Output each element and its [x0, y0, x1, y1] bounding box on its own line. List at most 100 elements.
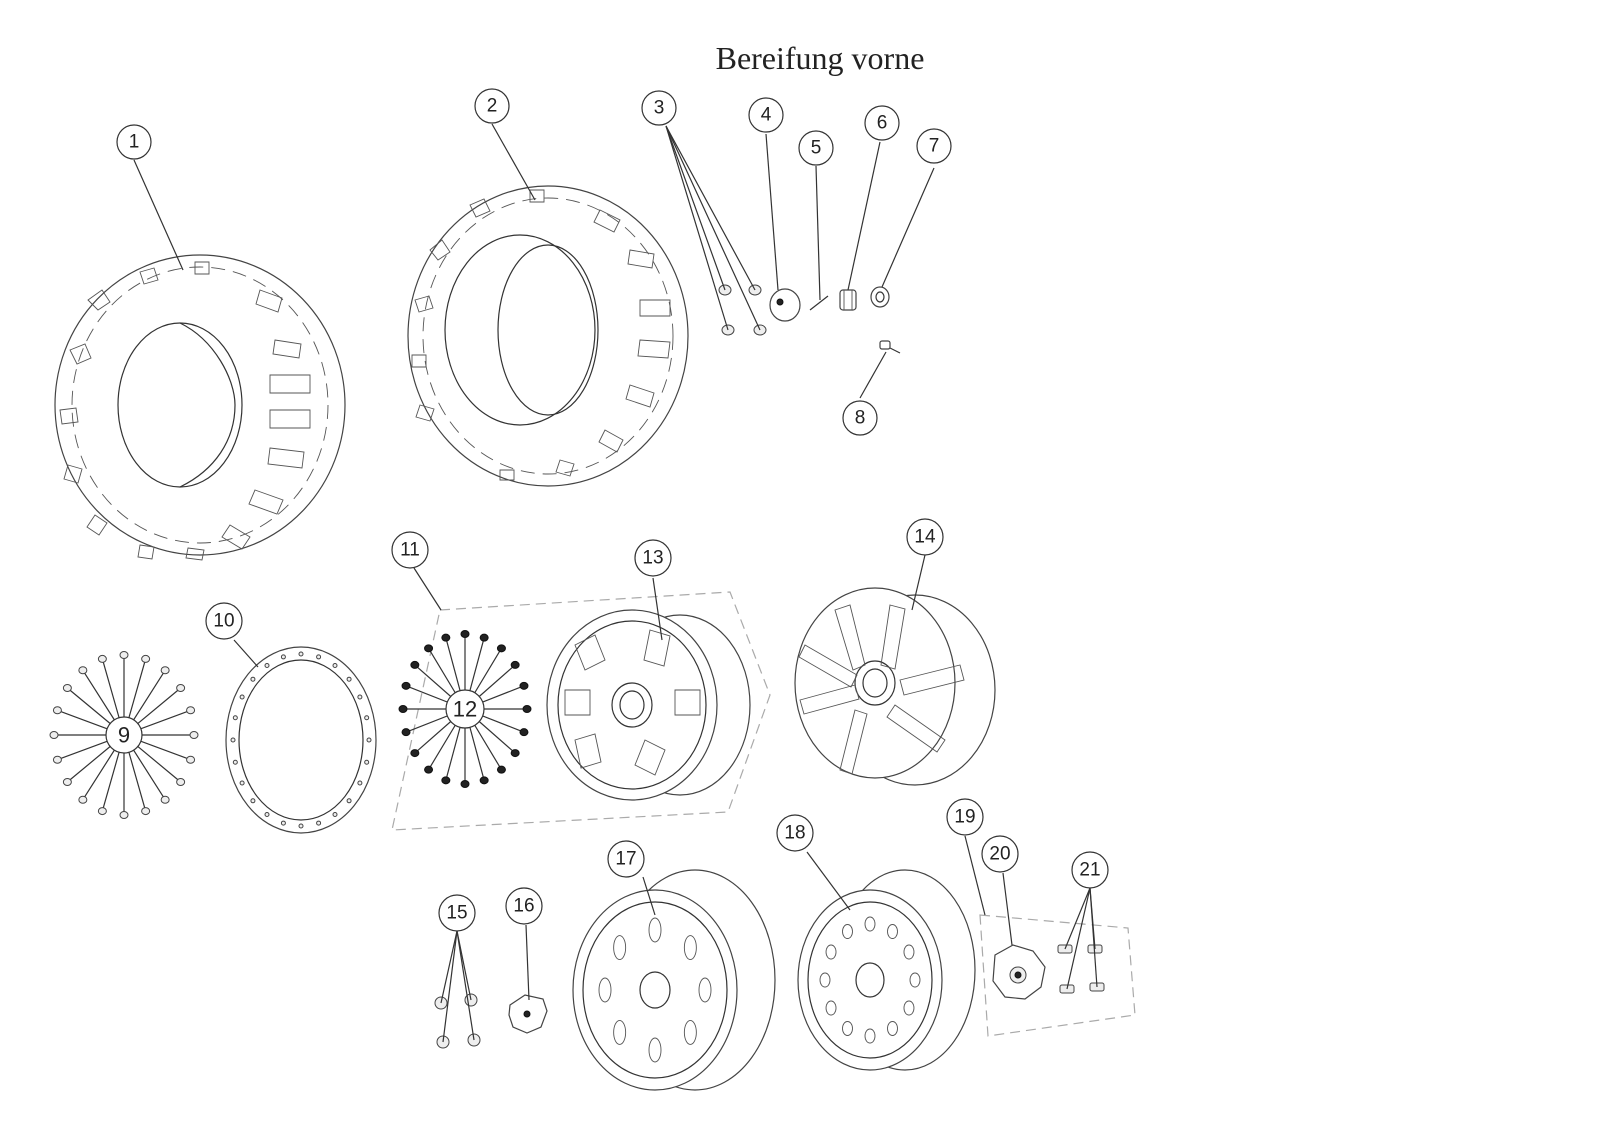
bolt	[496, 644, 506, 653]
svg-text:9: 9	[118, 723, 130, 748]
bolt	[522, 705, 532, 713]
group-19-outline	[979, 914, 1136, 1037]
ring-hole	[364, 759, 370, 765]
bolt	[519, 681, 529, 690]
bolt	[519, 728, 529, 737]
callout-11: 11	[391, 531, 429, 569]
ring-hole	[357, 780, 363, 786]
group-11-outline	[391, 591, 771, 831]
svg-text:20: 20	[989, 844, 1010, 865]
bolt	[510, 660, 520, 669]
bolt	[496, 765, 506, 774]
ring-hole	[316, 654, 322, 660]
part-6-castle-nut	[839, 289, 857, 311]
ring-hole	[280, 820, 286, 826]
svg-text:18: 18	[784, 823, 805, 844]
bolt	[97, 807, 107, 816]
part-5-cotter-pin	[809, 295, 829, 311]
callout-18: 18	[776, 814, 814, 852]
svg-text:3: 3	[654, 98, 665, 119]
bolt	[141, 654, 151, 663]
wheel-hole	[887, 1021, 898, 1036]
wheel-hole	[887, 924, 898, 939]
callout-15: 15	[438, 894, 476, 932]
callout-2: 2	[474, 88, 510, 124]
leader-lines	[133, 123, 1098, 1043]
ring-hole	[364, 715, 370, 721]
svg-text:1: 1	[129, 132, 140, 153]
bolt	[119, 811, 129, 819]
callout-19: 19	[946, 798, 984, 836]
ring-hole	[264, 811, 270, 817]
svg-text:17: 17	[615, 849, 636, 870]
wheel-slot	[683, 935, 697, 961]
part-16-hub-cap	[508, 994, 548, 1034]
callout-5: 5	[798, 130, 834, 166]
wheel-hole	[819, 972, 831, 988]
bolt	[510, 749, 520, 758]
bolt	[176, 778, 186, 787]
wheel-slot	[598, 977, 612, 1003]
part-9-bolts	[49, 651, 199, 819]
ring-hole	[232, 759, 238, 765]
bolt	[160, 666, 170, 675]
bolt	[49, 731, 59, 739]
part-14-wheel	[794, 587, 996, 786]
wheel-slot	[613, 1019, 627, 1045]
callout-14: 14	[906, 518, 944, 556]
bolt	[141, 807, 151, 816]
svg-text:11: 11	[400, 540, 420, 561]
wheel-hole	[842, 1021, 853, 1036]
bolt	[424, 644, 434, 653]
svg-text:10: 10	[213, 611, 234, 632]
wheel-slot	[613, 935, 627, 961]
ring-hole	[332, 663, 338, 669]
svg-text:6: 6	[877, 113, 888, 134]
part-1-tire	[54, 254, 346, 561]
ring-hole	[298, 651, 304, 657]
ring-hole	[230, 737, 236, 743]
ring-hole	[232, 715, 238, 721]
bolt	[401, 681, 411, 690]
part-18-wheel	[797, 869, 976, 1071]
callout-16: 16	[505, 887, 543, 925]
bolt	[401, 728, 411, 737]
wheel-slot	[648, 1037, 662, 1063]
svg-text:13: 13	[642, 548, 663, 569]
svg-text:14: 14	[914, 527, 936, 548]
svg-text:2: 2	[487, 96, 498, 117]
page-title: Bereifung vorne	[715, 40, 925, 76]
callout-9: 9	[105, 716, 143, 754]
ring-hole	[239, 780, 245, 786]
part-10-beadlock-ring	[225, 646, 377, 834]
wheel-slot	[683, 1019, 697, 1045]
part-4-hub-cap	[769, 288, 801, 322]
ring-hole	[239, 694, 245, 700]
callout-10: 10	[205, 602, 243, 640]
bolt	[78, 795, 88, 804]
bolt	[78, 666, 88, 675]
callout-21: 21	[1071, 851, 1109, 889]
bolt	[186, 706, 196, 715]
callout-7: 7	[916, 128, 952, 164]
svg-text:4: 4	[761, 105, 772, 126]
svg-text:21: 21	[1079, 860, 1100, 881]
ring-hole	[298, 823, 304, 829]
svg-text:12: 12	[453, 697, 477, 722]
callout-12: 12	[445, 689, 485, 729]
ring-hole	[366, 737, 372, 743]
bolt	[97, 654, 107, 663]
wheel-hole	[864, 916, 876, 932]
ring-hole	[316, 820, 322, 826]
ring-hole	[346, 798, 352, 804]
wheel-hole	[864, 1028, 876, 1044]
wheel-slot	[698, 977, 712, 1003]
wheel-slot	[648, 917, 662, 943]
part-17-wheel	[572, 869, 776, 1091]
bolt	[479, 776, 489, 785]
part-2-tire	[407, 185, 689, 487]
ring-hole	[346, 676, 352, 682]
callout-1: 1	[116, 124, 152, 160]
wheel-hole	[903, 1000, 915, 1016]
